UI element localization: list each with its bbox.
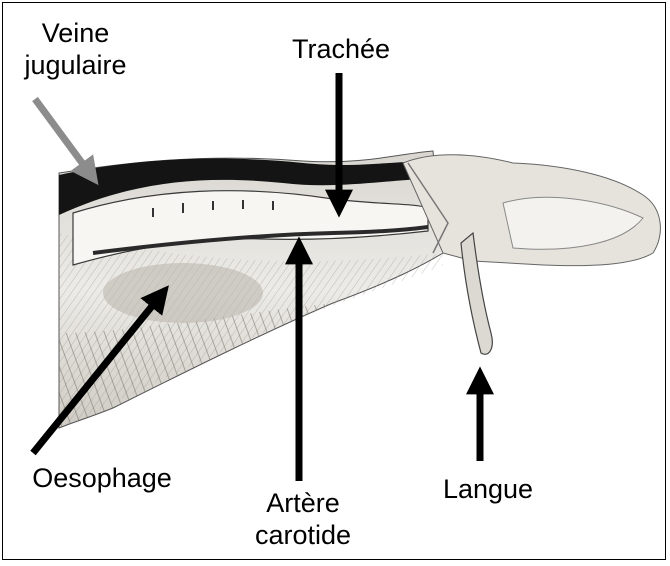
label-veine-line2: jugulaire: [3, 49, 148, 81]
arrow-oesophage: [33, 295, 161, 453]
label-veine-jugulaire: Veine jugulaire: [3, 17, 148, 81]
arrow-veine-jugulaire: [35, 99, 91, 175]
label-artere-carotide: Artère carotide: [228, 487, 378, 551]
label-trachee: Trachée: [271, 33, 411, 65]
label-artere-line1: Artère: [228, 487, 378, 519]
label-oesophage: Oesophage: [7, 462, 197, 494]
label-veine-line1: Veine: [3, 17, 148, 49]
label-langue: Langue: [423, 473, 553, 505]
diagram-frame: Veine jugulaire Trachée Oesophage Artère…: [2, 2, 666, 560]
label-artere-line2: carotide: [228, 519, 378, 551]
